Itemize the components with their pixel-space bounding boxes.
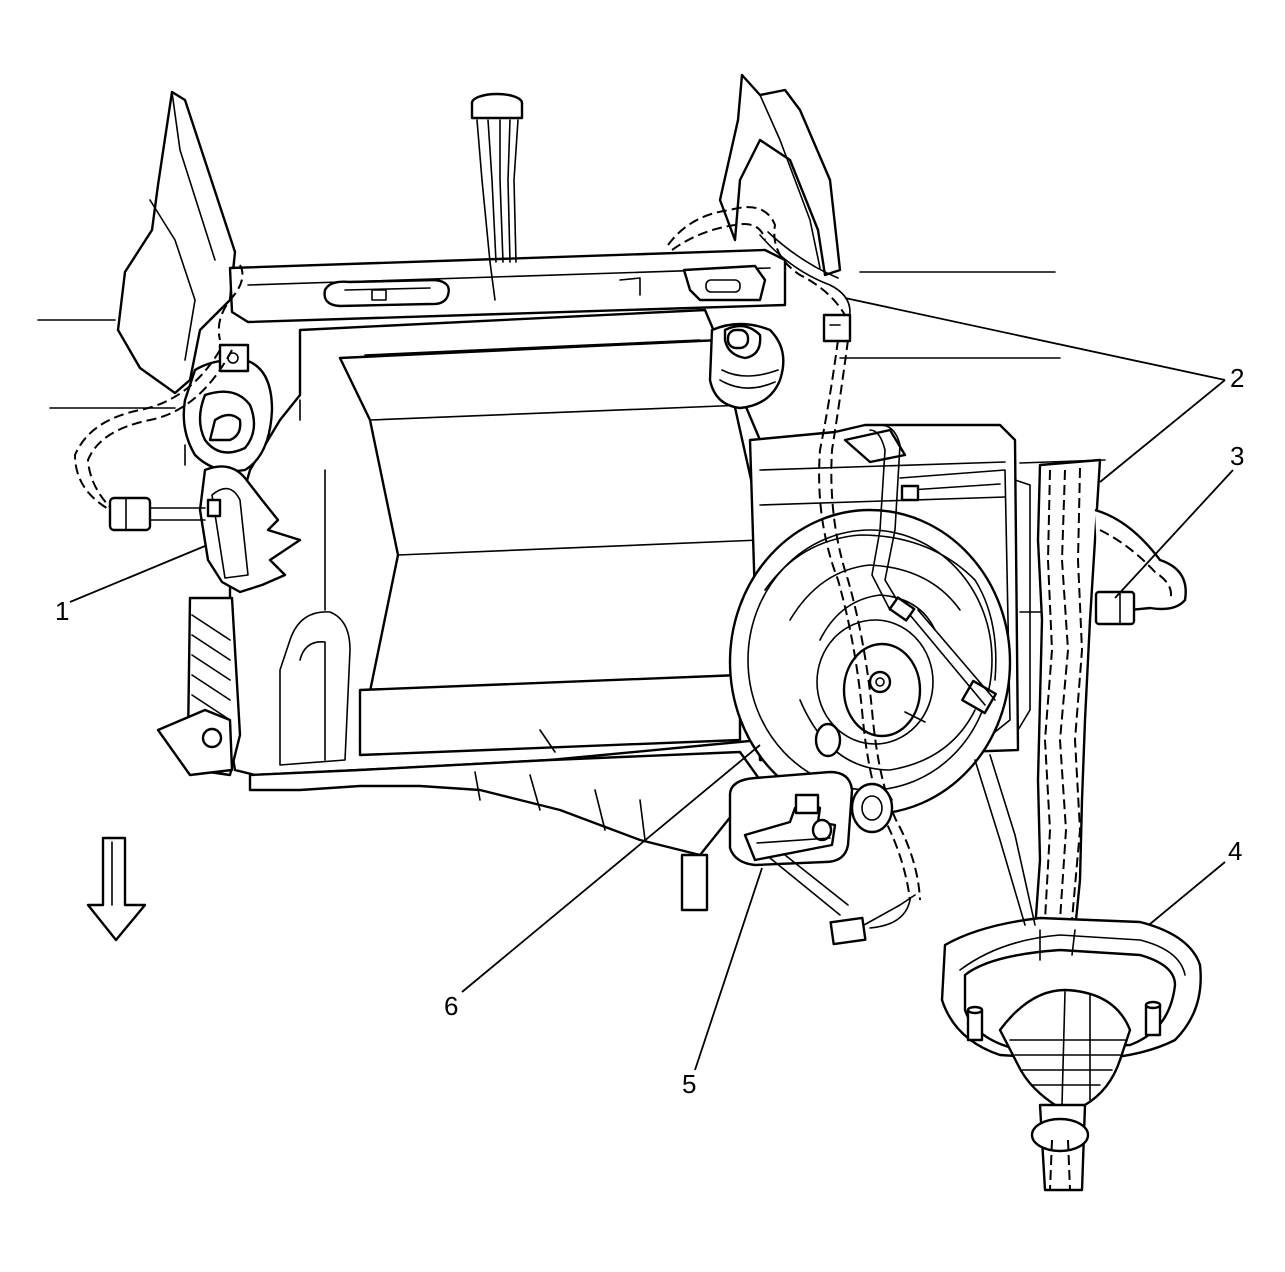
blower-resistor	[728, 770, 916, 946]
callout-3: 3	[1230, 441, 1244, 471]
blower-motor	[728, 508, 1012, 816]
callout-6: 6	[444, 991, 458, 1021]
blower-mount	[850, 782, 894, 834]
upper-crossbar	[228, 248, 787, 324]
bulkhead-grommet	[940, 754, 1202, 1192]
blower-harness	[818, 339, 996, 929]
left-harness	[73, 264, 244, 532]
direction-arrow-icon	[86, 836, 147, 942]
callout-5: 5	[682, 1069, 696, 1099]
right-panel-bracket	[718, 73, 842, 277]
main-harness-trunk	[1033, 458, 1187, 932]
recirc-actuator	[708, 322, 785, 410]
left-panel-bracket	[116, 90, 237, 395]
callout-2: 2	[1230, 363, 1244, 393]
leader-lines	[69, 297, 1234, 1071]
hvac-case	[228, 308, 762, 912]
callout-1: 1	[55, 596, 69, 626]
top-connector	[470, 92, 524, 263]
left-vent-grille	[156, 596, 242, 777]
callout-4: 4	[1228, 836, 1242, 866]
